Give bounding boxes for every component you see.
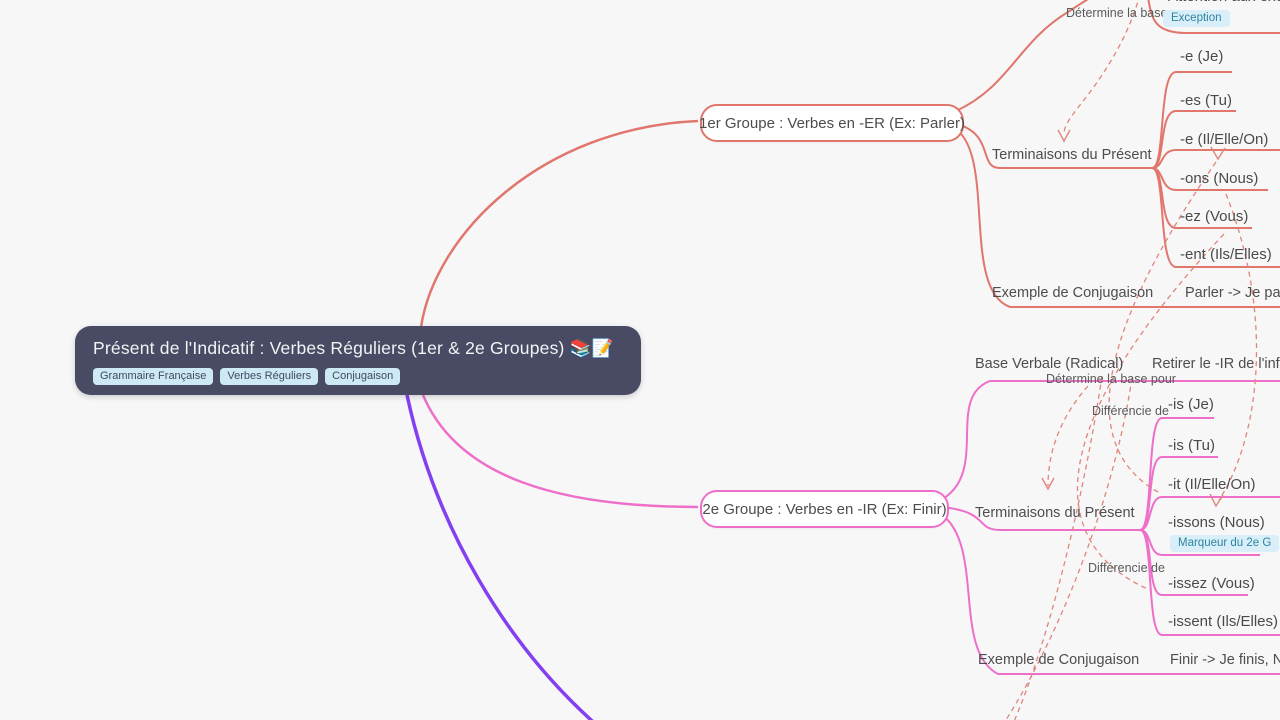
node-ending-ir-nous[interactable]: -issons (Nous) <box>1168 514 1265 531</box>
node-2e-groupe[interactable]: 2e Groupe : Verbes en -IR (Ex: Finir) <box>700 490 949 528</box>
node-ending-ir-je[interactable]: -is (Je) <box>1168 396 1214 413</box>
assoc-label-determine-mid: Détermine la base pour <box>1046 372 1176 386</box>
assoc-label-differencie-2: Différencie de <box>1088 561 1165 575</box>
branch3-trunk-curve <box>405 394 594 720</box>
node-exemple-2e-value[interactable]: Finir -> Je finis, Nous <box>1170 652 1280 668</box>
node-terminaisons-2e[interactable]: Terminaisons du Présent <box>975 505 1135 521</box>
node-terminaisons-1er[interactable]: Terminaisons du Présent <box>992 147 1152 163</box>
node-exemple-1er-value[interactable]: Parler -> Je parle <box>1185 285 1280 301</box>
assoc-label-differencie-1: Différencie de <box>1092 404 1169 418</box>
books-memo-icons: 📚📝 <box>569 338 614 358</box>
node-ending-ir-vous[interactable]: -issez (Vous) <box>1168 575 1255 592</box>
node-exemple-1er[interactable]: Exemple de Conjugaison <box>992 285 1154 301</box>
node-1er-groupe[interactable]: 1er Groupe : Verbes en -ER (Ex: Parler) <box>699 104 965 142</box>
tag-conjugaison[interactable]: Conjugaison <box>325 368 401 385</box>
association-arrowheads <box>1041 129 1226 508</box>
node-ending-er-ils[interactable]: -ent (Ils/Elles) <box>1180 246 1272 263</box>
root-tags: Grammaire Française Verbes Réguliers Con… <box>93 368 623 385</box>
root-title: Présent de l'Indicatif : Verbes Régulier… <box>93 338 614 358</box>
node-ending-ir-tu[interactable]: -is (Tu) <box>1168 437 1215 454</box>
node-ending-er-il[interactable]: -e (Il/Elle/On) <box>1180 131 1269 148</box>
node-ending-er-vous[interactable]: -ez (Vous) <box>1180 208 1249 225</box>
node-ending-ir-il[interactable]: -it (Il/Elle/On) <box>1168 476 1256 493</box>
node-base-verbale-value[interactable]: Retirer le -IR de l'infinitif <box>1152 356 1280 372</box>
node-ending-er-nous[interactable]: -ons (Nous) <box>1180 170 1259 187</box>
node-ending-er-tu[interactable]: -es (Tu) <box>1180 92 1232 109</box>
node-ending-ir-ils[interactable]: -issent (Ils/Elles) <box>1168 613 1279 630</box>
branch2-trunk-curve <box>421 394 699 509</box>
chip-exception[interactable]: Exception <box>1163 10 1230 27</box>
tag-grammaire[interactable]: Grammaire Française <box>93 368 214 385</box>
node-exemple-2e[interactable]: Exemple de Conjugaison <box>978 652 1140 668</box>
root-node[interactable]: Présent de l'Indicatif : Verbes Régulier… <box>75 326 641 395</box>
node-attention-exceptions[interactable]: Attention aux exceptions <box>1168 0 1280 5</box>
tag-verbes-reguliers[interactable]: Verbes Réguliers <box>220 368 319 385</box>
association-lines <box>1005 0 1258 720</box>
node-ending-er-je[interactable]: -e (Je) <box>1180 48 1224 65</box>
chip-marqueur-2e-groupe[interactable]: Marqueur du 2e G <box>1170 535 1280 552</box>
node-base-verbale[interactable]: Base Verbale (Radical) <box>975 356 1124 372</box>
branch1-trunk-curve <box>419 119 699 328</box>
